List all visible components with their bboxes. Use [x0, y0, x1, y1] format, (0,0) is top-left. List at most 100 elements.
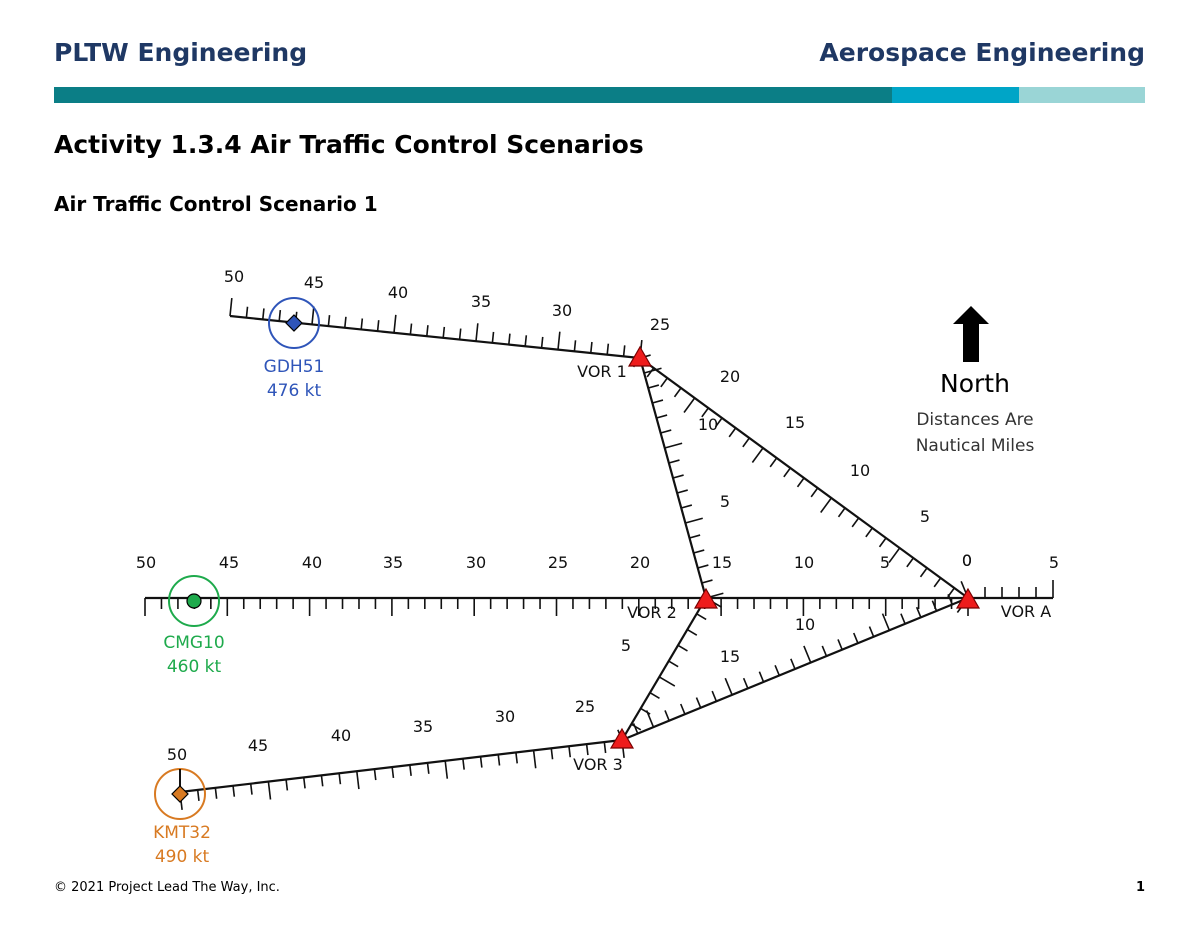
distance-label: 5	[920, 507, 930, 526]
aircraft-kmt32[interactable]: KMT32 490 kt	[153, 768, 211, 867]
station-vor3-icon	[609, 727, 635, 749]
tick-mark	[668, 459, 680, 464]
aircraft-speed: 460 kt	[167, 657, 222, 677]
tick-mark	[479, 756, 483, 768]
tick-mark	[693, 549, 705, 554]
tick-mark	[686, 628, 698, 636]
distance-label: 5	[880, 553, 890, 572]
tick-mark	[648, 384, 660, 389]
tick-mark	[906, 557, 914, 568]
tick-mark	[821, 645, 828, 657]
tick-mark	[933, 577, 942, 588]
header-bar-segment-2	[892, 87, 1019, 103]
distance-label: 25	[548, 553, 568, 572]
tick-mark	[672, 474, 684, 479]
tick-mark	[262, 308, 265, 320]
tick-mark	[640, 707, 651, 715]
tick-mark	[658, 676, 676, 687]
tick-mark	[900, 613, 906, 625]
tick-mark	[689, 534, 701, 539]
tick-mark	[888, 547, 901, 563]
distance-label: 10	[795, 615, 815, 634]
distance-label: 10	[850, 461, 870, 480]
tick-mark	[630, 723, 642, 731]
distance-label: 40	[302, 553, 322, 572]
tick-mark	[660, 429, 672, 434]
tick-mark	[391, 766, 395, 779]
tick-mark	[758, 671, 765, 683]
distance-label: 10	[794, 553, 814, 572]
tick-mark	[820, 497, 832, 513]
distance-label: 35	[413, 717, 433, 736]
tick-mark	[214, 787, 218, 799]
tick-mark	[568, 746, 572, 758]
tick-mark	[676, 489, 688, 494]
tick-mark	[475, 323, 479, 342]
distance-label: 5	[720, 492, 730, 511]
tick-mark	[508, 333, 511, 345]
tick-mark	[344, 316, 347, 328]
station-vor1-label: VOR 1	[577, 362, 627, 381]
route-s-vor2-vor3	[621, 597, 707, 741]
tick-mark	[868, 626, 875, 638]
tick-mark	[695, 697, 702, 709]
tick-mark	[409, 764, 412, 776]
distance-label: 10	[698, 415, 718, 434]
tick-mark	[673, 387, 682, 398]
tick-mark	[603, 741, 607, 754]
header-right-title: Aerospace Engineering	[819, 38, 1145, 67]
tick-mark	[360, 318, 364, 330]
distance-label: 0	[962, 551, 972, 570]
tick-mark	[724, 677, 733, 696]
tick-mark	[267, 781, 272, 800]
distance-label: 15	[785, 413, 805, 432]
tick-mark	[851, 517, 860, 528]
distance-label: 30	[552, 301, 572, 320]
distance-label: 15	[712, 553, 732, 572]
tick-mark	[645, 710, 655, 728]
aircraft-callsign: GDH51	[264, 357, 325, 377]
tick-mark	[532, 750, 537, 769]
tick-mark	[376, 320, 380, 332]
distance-label: 25	[575, 697, 595, 716]
distance-label: 50	[136, 553, 156, 572]
aircraft-marker-icon	[285, 314, 303, 332]
aircraft-callsign: KMT32	[153, 823, 211, 843]
tick-mark	[540, 336, 544, 349]
tick-mark	[590, 341, 593, 354]
tick-mark	[245, 306, 249, 318]
tick-mark	[751, 447, 764, 463]
distance-label: 25	[650, 315, 670, 334]
station-vor3-label: VOR 3	[573, 755, 623, 774]
north-label: North	[940, 369, 1010, 398]
distance-label: 40	[388, 283, 408, 302]
tick-mark	[622, 345, 626, 357]
tick-mark	[196, 789, 200, 801]
station-vor1-icon	[627, 345, 653, 367]
scenario-subtitle: Air Traffic Control Scenario 1	[54, 192, 378, 216]
tick-mark	[338, 773, 342, 785]
tick-mark	[664, 442, 683, 449]
header-bar-segment-1	[54, 87, 892, 103]
page-title: Activity 1.3.4 Air Traffic Control Scena…	[54, 130, 644, 159]
tick-mark	[491, 331, 495, 343]
tick-mark	[728, 427, 737, 438]
distance-note-line-1: Distances Are	[916, 410, 1033, 430]
tick-mark	[442, 326, 446, 338]
tick-mark	[696, 613, 707, 621]
tick-mark	[649, 691, 660, 699]
aircraft-speed: 490 kt	[155, 847, 210, 867]
tick-mark	[320, 775, 324, 787]
tick-mark	[783, 467, 791, 478]
tick-mark	[462, 758, 465, 770]
tick-mark	[837, 639, 843, 650]
tick-mark	[229, 298, 233, 317]
tick-mark	[550, 748, 554, 760]
route-s-vor3-west	[179, 738, 623, 794]
north-arrow-icon	[953, 306, 989, 362]
tick-mark	[557, 331, 561, 350]
